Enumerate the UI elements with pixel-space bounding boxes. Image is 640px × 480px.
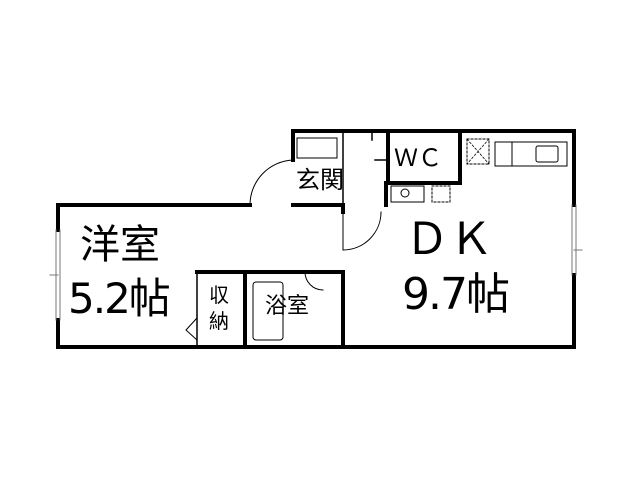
storage-door: [185, 317, 198, 341]
fridge-cross: [466, 138, 490, 165]
washer-space: [431, 185, 451, 203]
bath-door: [304, 271, 324, 291]
room-door: [342, 211, 382, 251]
basin-drain: [400, 188, 410, 198]
wc-label: ＷＣ: [394, 144, 442, 172]
fridge-space: [466, 138, 490, 165]
outer-wall: [56, 129, 576, 349]
kitchen-sink: [535, 145, 559, 163]
kitchen-counter: [494, 141, 568, 167]
shoe-box: [296, 137, 338, 159]
entrance-label: 玄関: [296, 166, 344, 194]
western-room-label: 洋室: [80, 222, 160, 268]
dk-label: ＤＫ: [405, 214, 493, 265]
bathtub: [252, 281, 284, 341]
bath-storage-wall: [195, 270, 345, 349]
wc-wall: [384, 129, 462, 207]
entrance-door: [249, 159, 294, 206]
western-room-size: 5.2帖: [68, 274, 171, 323]
bathroom-label: 浴室: [265, 294, 310, 319]
dk-size: 9.7帖: [402, 269, 510, 320]
entrance-wall: [342, 130, 389, 206]
washbasin: [390, 185, 425, 203]
window: [49, 204, 583, 321]
storage-label: 収納: [209, 283, 229, 333]
